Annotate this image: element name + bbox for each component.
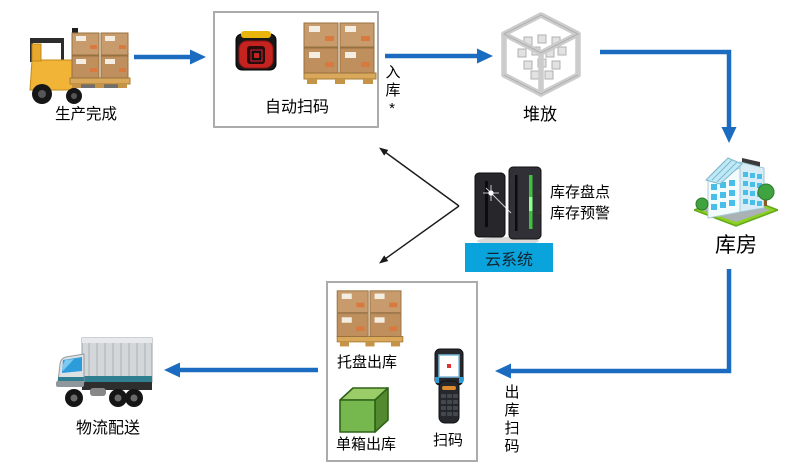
outbound-scan-label: 出库扫码 [502,384,520,456]
building-windows-left [711,180,735,210]
cloud-bullet-list: 库存盘点 库存预警 [536,181,610,223]
glint [483,185,512,214]
warehouse-label: 库房 [715,234,757,257]
bullet-item: 库存预警 [536,202,610,223]
truck-icon [56,337,153,407]
forklift-cargo-boxes [69,32,131,88]
office-building-icon [694,157,778,227]
autoscan-label: 自动扫码 [264,99,329,116]
arrow-autoscan-to-stacking [385,48,493,64]
cloud-system-tag: 云系统 [465,243,553,272]
keypad [441,394,458,416]
production-label: 生产完成 [54,106,117,123]
inbound-label: 入库* [383,64,401,120]
pallet-boxes-icon [303,22,377,84]
cube-frame-edge-shade [503,14,580,95]
bullet-text: 库存预警 [550,205,611,222]
handheld-scanner-icon [434,348,464,424]
arrow-production-to-autoscan [134,49,206,65]
green-cube-icon [339,387,389,433]
arrow-cloud-to-outbound [379,205,460,264]
wireframe-cube-icon [501,12,581,97]
bullet-dot-icon [536,189,541,194]
scan-label: 扫码 [432,432,463,449]
arrow-outbound-to-delivery [164,362,318,378]
pallet-outbound-label: 托盘出库 [336,354,397,371]
stacking-label: 堆放 [523,105,557,124]
arrow-cloud-to-autoscan [379,147,460,207]
single-box-outbound-label: 单箱出库 [335,436,396,453]
bullet-text: 库存盘点 [550,184,611,201]
server-icon [474,166,542,245]
delivery-label: 物流配送 [75,420,140,437]
glass-roof-mullions [709,159,738,183]
cube-faces [339,387,389,433]
forklift-with-boxes-icon [29,28,131,104]
pallet-boxes-outbound-icon [336,290,404,347]
arrow-warehouse-to-outbound [495,269,732,379]
arrow-stacking-to-warehouse [600,49,737,143]
bullet-dot-icon [536,210,541,215]
cargo-ribs [88,339,146,376]
barcode-reader-icon [235,31,277,71]
cube-frame [501,12,581,97]
bullet-item: 库存盘点 [536,181,610,202]
